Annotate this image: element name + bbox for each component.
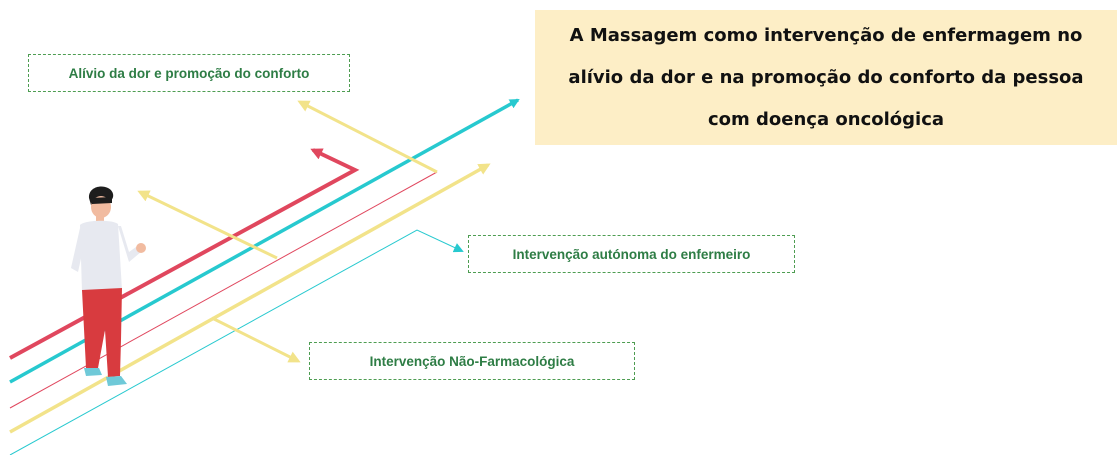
label-box-autonoma: Intervenção autónoma do enfermeiro [468,235,795,273]
label-alivio: Alívio da dor e promoção do conforto [68,65,310,81]
thin-red-line [9,171,438,409]
label-box-alivio: Alívio da dor e promoção do conforto [28,54,350,92]
yellow-main-arrow [9,163,491,434]
yellow-arrow-alivio [297,100,438,174]
thin-cyan-connector [9,229,464,455]
person-illustration [71,186,146,386]
title-box: A Massagem como intervenção de enfermage… [535,10,1117,145]
yellow-arrow-nao-farm [211,316,301,363]
label-autonoma: Intervenção autónoma do enfermeiro [512,246,751,262]
yellow-arrow-left [137,190,278,260]
label-box-nao-farmacologica: Intervenção Não-Farmacológica [309,342,635,380]
red-pathway-arrow [9,148,360,360]
label-nao-farmacologica: Intervenção Não-Farmacológica [369,353,575,369]
diagram-title: A Massagem como intervenção de enfermage… [568,24,1084,130]
